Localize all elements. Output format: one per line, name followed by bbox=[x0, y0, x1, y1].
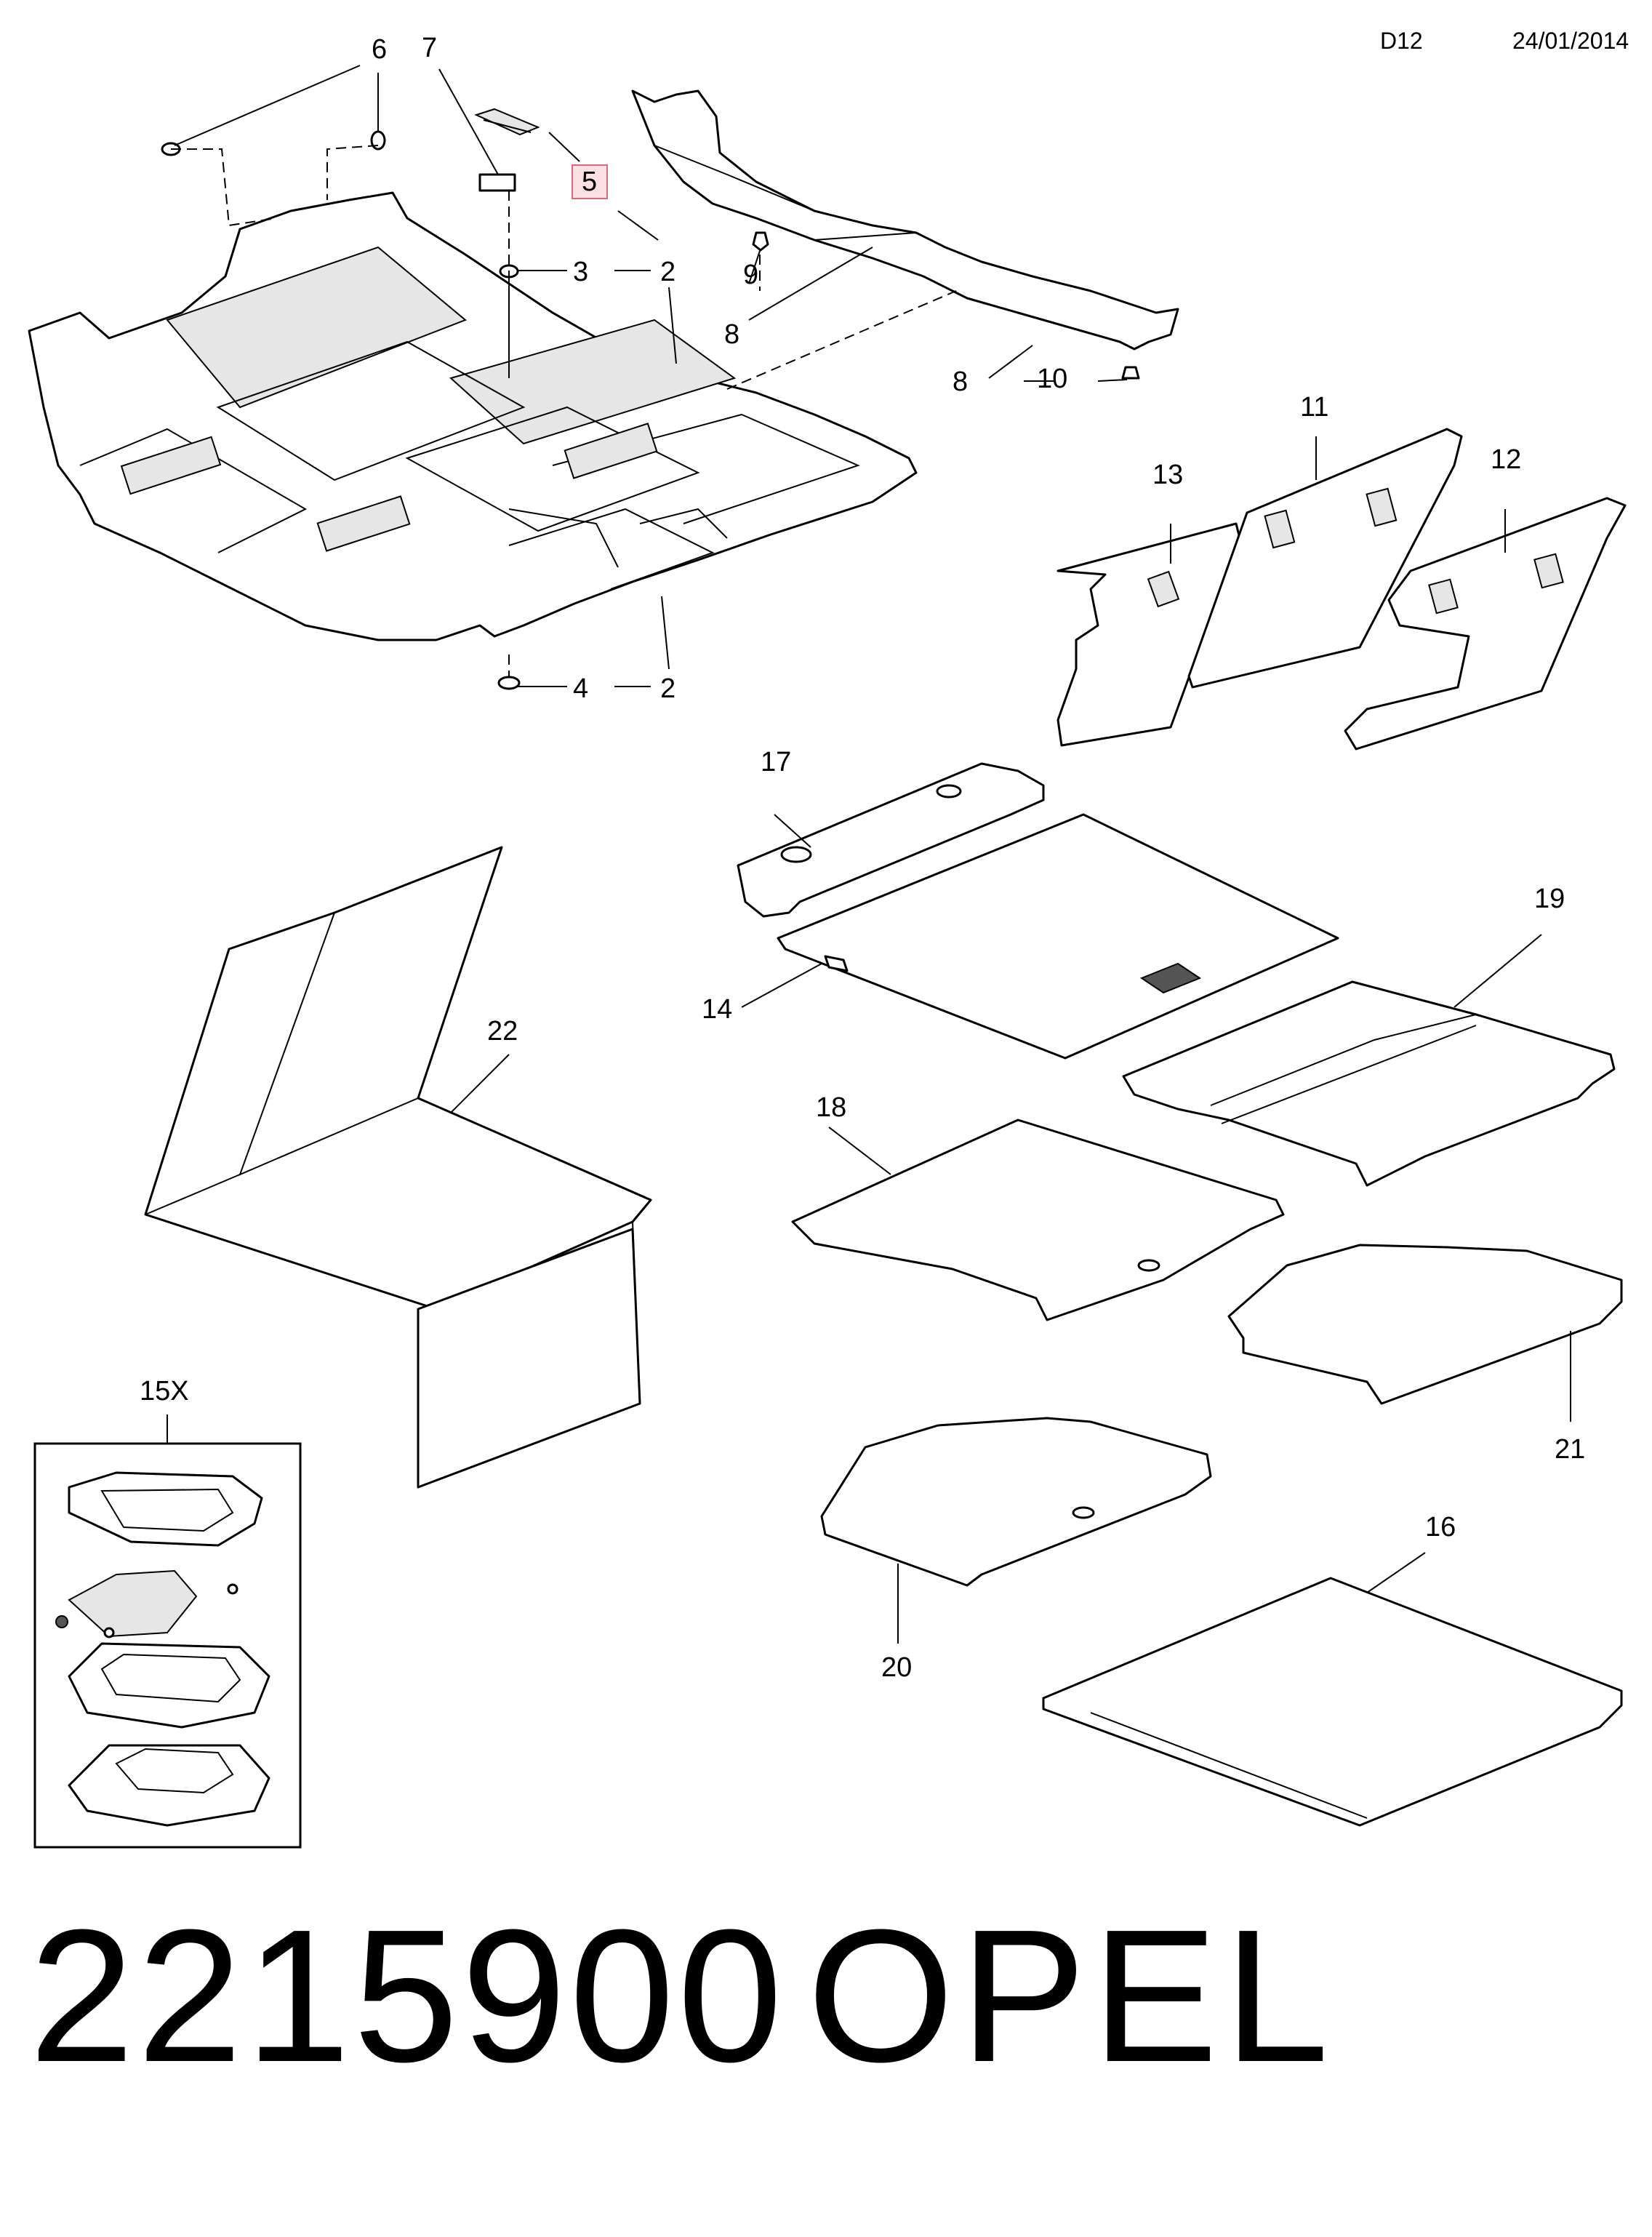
callout-18: 18 bbox=[816, 1092, 846, 1123]
callout-17: 17 bbox=[761, 747, 791, 777]
callout-12: 12 bbox=[1491, 444, 1521, 475]
callout-16: 16 bbox=[1425, 1512, 1456, 1542]
callout-20: 20 bbox=[881, 1652, 912, 1683]
part-number: 2215900 bbox=[29, 1891, 786, 2102]
dashed-leaders bbox=[171, 145, 957, 676]
callout-9: 9 bbox=[743, 260, 758, 290]
callout-2a: 2 bbox=[660, 257, 675, 287]
floor-carpet bbox=[28, 191, 918, 641]
part-5 bbox=[474, 108, 540, 136]
callout-21: 21 bbox=[1555, 1434, 1585, 1465]
callout-11: 11 bbox=[1300, 392, 1328, 423]
callout-14: 14 bbox=[702, 994, 732, 1025]
callout-3: 3 bbox=[573, 257, 588, 287]
kit-15x bbox=[33, 1414, 302, 1849]
callout-6: 6 bbox=[372, 34, 387, 65]
side-panels bbox=[1056, 428, 1627, 751]
brand-name: OPEL bbox=[807, 1891, 1335, 2102]
callout-5: 5 bbox=[582, 167, 597, 197]
load-mat-16 bbox=[1042, 1552, 1623, 1827]
clip-9 bbox=[752, 231, 769, 252]
callout-leaders bbox=[174, 65, 1128, 687]
diagram-code: D12 bbox=[1380, 28, 1423, 54]
callout-4: 4 bbox=[573, 673, 588, 704]
highlight-box bbox=[572, 164, 608, 199]
callout-15x: 15X bbox=[140, 1376, 189, 1406]
callout-8a: 8 bbox=[724, 319, 739, 350]
load-floor-22 bbox=[144, 846, 652, 1489]
rail-17 bbox=[737, 762, 1045, 918]
panel-11 bbox=[1187, 428, 1463, 689]
diagram-date: 24/01/2014 bbox=[1512, 28, 1629, 54]
shelf-19 bbox=[1122, 934, 1616, 1187]
callout-8b: 8 bbox=[953, 367, 968, 397]
callout-10: 10 bbox=[1037, 364, 1067, 394]
pad-7 bbox=[478, 173, 516, 192]
cargo-floor-17-14 bbox=[737, 762, 1339, 1060]
callout-13: 13 bbox=[1152, 460, 1183, 490]
callout-labels: 6 7 5 3 2 2 4 9 8 8 10 11 12 13 17 14 19… bbox=[140, 33, 1585, 1683]
shelf-18 bbox=[791, 1118, 1285, 1321]
callout-22: 22 bbox=[487, 1016, 518, 1047]
callout-19: 19 bbox=[1534, 884, 1565, 914]
kit-tray bbox=[68, 1642, 270, 1729]
callout-2c: 2 bbox=[660, 673, 675, 704]
washer-4 bbox=[497, 676, 521, 690]
shelf-21 bbox=[1227, 1244, 1623, 1422]
kit-base bbox=[68, 1744, 270, 1827]
clip-10 bbox=[1121, 366, 1140, 380]
shelf-20 bbox=[820, 1417, 1212, 1644]
panel-14 bbox=[777, 813, 1339, 1060]
sill-trim-panel bbox=[631, 89, 1179, 351]
callout-7: 7 bbox=[422, 33, 437, 63]
